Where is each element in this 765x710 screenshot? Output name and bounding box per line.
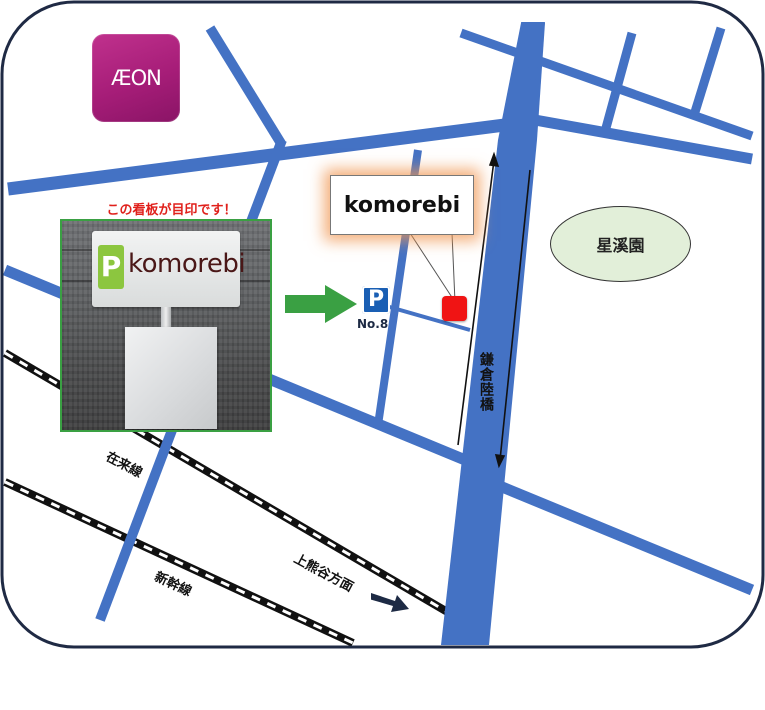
komorebi-callout: komorebi [330, 175, 474, 235]
sign-base [125, 327, 217, 429]
overpass-lane-markings [457, 151, 531, 469]
road-northeast-diagonal [459, 28, 754, 141]
arrow-right-icon [285, 285, 357, 323]
railway-shinkansen [3, 478, 355, 647]
road-aeon-diagonal [205, 25, 287, 148]
aeon-logo-text: ÆON [111, 66, 162, 90]
sign-board: P komorebi [92, 231, 246, 307]
sign-photo: P komorebi [60, 219, 272, 432]
location-marker [442, 296, 467, 321]
seikeien-landmark: 星溪園 [550, 206, 691, 282]
aeon-logo: ÆON [92, 34, 180, 122]
label-kamakura-bridge: 鎌倉陸橋 [478, 352, 494, 412]
road-east-upper [534, 114, 753, 165]
road-east-lower [487, 476, 755, 596]
parking-icon: P [362, 286, 390, 314]
parking-number: No.8 [357, 317, 389, 331]
sign-caption: この看板が目印です！ [106, 203, 237, 218]
road-north-2 [690, 26, 726, 114]
sign-brand-text: komorebi [128, 249, 246, 279]
map-frame [0, 0, 765, 649]
road-north-1 [601, 31, 637, 130]
sign-parking-letter: P [98, 245, 124, 289]
sign-post [161, 307, 171, 331]
direction-arrow-icon [371, 593, 409, 612]
road-main-east-west [7, 116, 521, 196]
road-kamakura-overpass [441, 23, 545, 645]
